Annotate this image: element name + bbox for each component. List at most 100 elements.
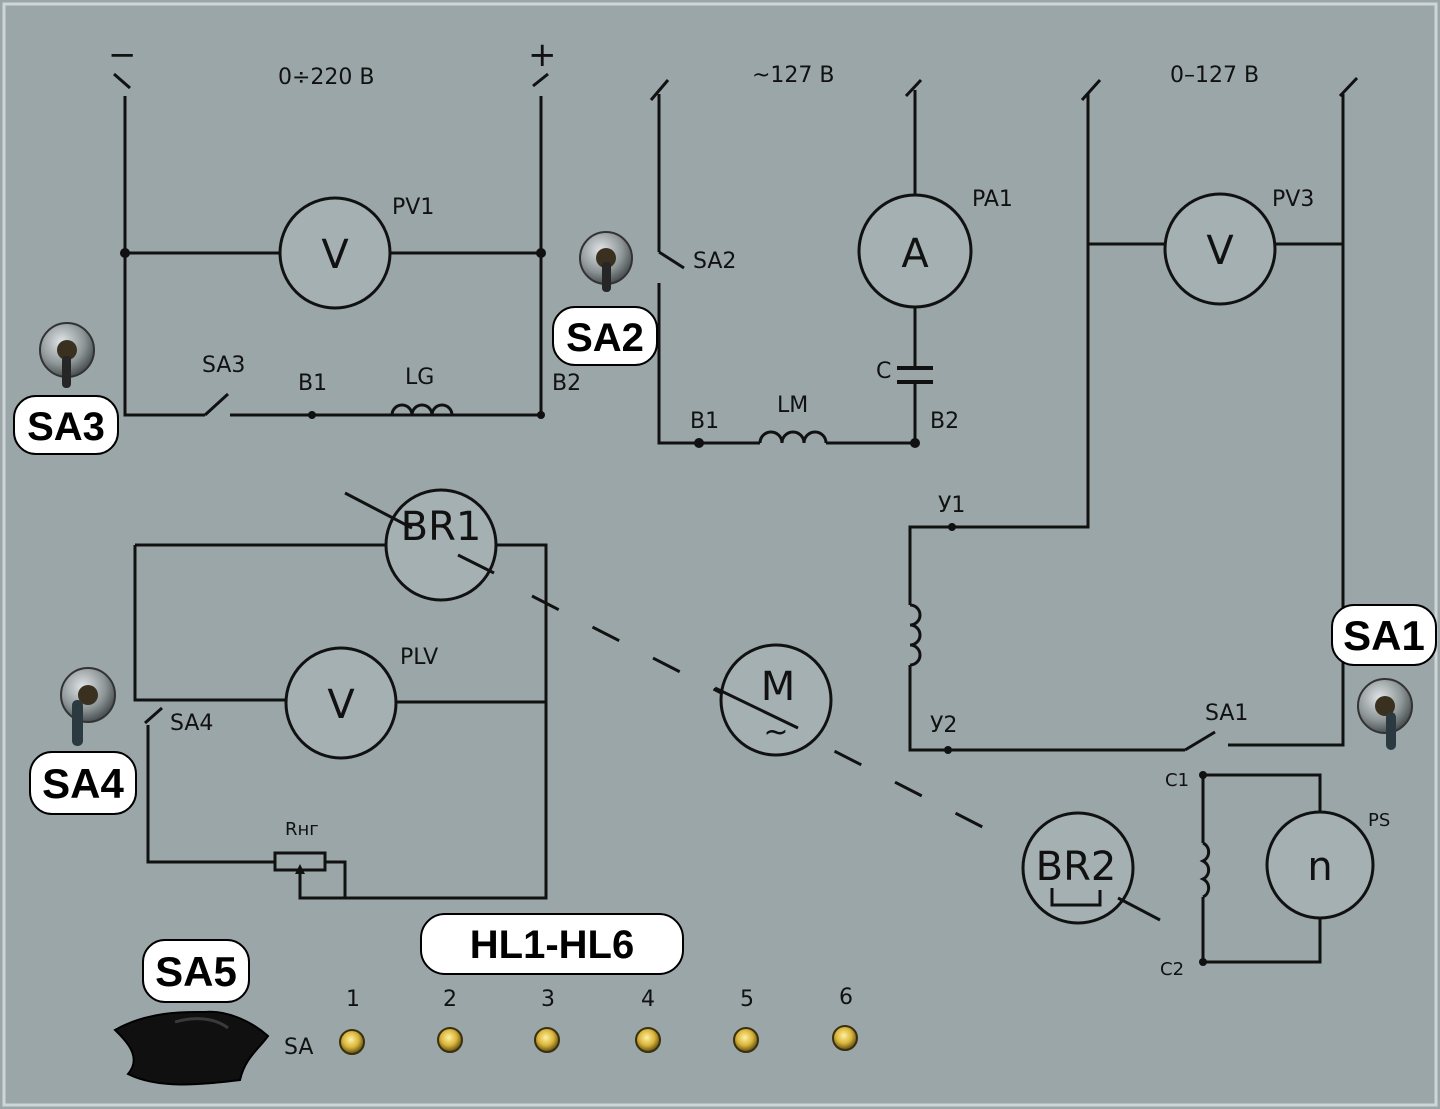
lamp-1: 1 [339, 987, 365, 1055]
ps-coil [1199, 841, 1211, 899]
ps-symbol: n [1307, 844, 1332, 890]
terminal-arrow [904, 78, 923, 98]
pv3-symbol: V [1206, 228, 1234, 274]
svg-text:3: 3 [541, 987, 555, 1012]
terminal-arrow [1338, 76, 1359, 98]
toggle-sa4[interactable] [60, 667, 116, 746]
lamp-row: SA 1 2 3 4 5 6 [284, 985, 858, 1060]
terminal-arrow [1080, 78, 1102, 102]
terminal-arrow [649, 79, 670, 101]
sa2-diagram-label: SA2 [693, 249, 736, 274]
motor-m [719, 643, 833, 757]
lamp-2: 2 [437, 987, 463, 1053]
tachometer-ps [1265, 810, 1375, 920]
rotary-switch-sa5[interactable] [113, 1010, 270, 1086]
speed-sensor-block: BR2 n PS C1 C2 [1021, 770, 1390, 980]
excitation-coil [909, 603, 922, 667]
c2-label: C2 [1160, 959, 1184, 980]
b1-mid-label: B1 [690, 409, 719, 434]
br1-label: BR1 [401, 504, 482, 550]
badge-sa1: SA1 [1331, 604, 1437, 666]
dc-left-rail [123, 96, 205, 417]
ac0-127-voltage-label: 0–127 В [1170, 63, 1259, 88]
voltmeter-plv [284, 646, 398, 760]
y2-label: У2 [930, 713, 957, 738]
toggle-lever[interactable] [1386, 712, 1396, 750]
lamp-4: 4 [635, 987, 661, 1053]
dc-supply-block: − + 0÷220 В V PV1 SA3 B1 LG B2 [108, 35, 581, 419]
br2-label: BR2 [1036, 844, 1117, 890]
rheostat-label: Rнг [285, 819, 319, 840]
pa1-label: PA1 [972, 187, 1013, 212]
dc-voltage-label: 0÷220 В [278, 65, 375, 90]
voltmeter-pv3 [1163, 192, 1277, 306]
sa1-switch-contact [1184, 730, 1216, 752]
svg-text:SA2: SA2 [566, 316, 644, 360]
plv-symbol: V [327, 682, 355, 728]
plv-label: PLV [400, 645, 438, 670]
motor-label: M [761, 664, 796, 710]
ac0-127-supply-block: 0–127 В V PV3 У1 У2 SA1 [908, 63, 1359, 754]
svg-text:6: 6 [839, 985, 853, 1010]
svg-text:5: 5 [740, 987, 754, 1012]
tachogenerator-br1 [384, 488, 498, 602]
motor-block: M ~ [531, 594, 1001, 838]
svg-text:4: 4 [641, 987, 655, 1012]
voltmeter-pv1 [278, 196, 392, 310]
badge-sa2: SA2 [552, 306, 658, 366]
lg-coil [390, 403, 454, 416]
terminal-arrow [532, 72, 549, 88]
mechanical-shaft-link [531, 594, 1001, 838]
sa3-diagram-label: SA3 [202, 353, 245, 378]
lg-label: LG [405, 365, 434, 390]
badge-sa4: SA4 [29, 751, 137, 815]
capacitor-label: C [876, 359, 891, 384]
sa4-switch-contact [144, 706, 163, 725]
sa3-switch-contact [203, 392, 230, 417]
terminal-arrow [113, 72, 131, 90]
lamp-5: 5 [733, 987, 759, 1053]
y1-label: У1 [938, 493, 965, 518]
b2-mid-label: B2 [930, 409, 959, 434]
ps-label: PS [1368, 810, 1390, 831]
lm-coil [758, 430, 828, 444]
toggle-sa3[interactable] [39, 322, 95, 388]
svg-text:SA4: SA4 [42, 760, 124, 807]
toggle-sa2[interactable] [579, 231, 633, 292]
svg-text:1: 1 [346, 987, 360, 1012]
lamp-3: 3 [534, 987, 560, 1053]
pa1-symbol: A [901, 231, 929, 277]
badge-sa3: SA3 [13, 395, 119, 455]
svg-text:SA1: SA1 [1343, 612, 1425, 659]
toggle-sa1[interactable] [1357, 678, 1413, 750]
tacho-block: BR1 V PLV SA4 Rнг [133, 488, 548, 900]
b1-left-label: B1 [298, 371, 327, 396]
pv1-label: PV1 [392, 195, 434, 220]
svg-text:2: 2 [443, 987, 457, 1012]
sa2-switch-contact [658, 250, 685, 270]
sa1-diagram-label: SA1 [1205, 701, 1248, 726]
lm-label: LM [777, 393, 808, 418]
pv1-symbol: V [321, 232, 349, 278]
svg-text:HL1-HL6: HL1-HL6 [470, 923, 634, 967]
toggle-lever[interactable] [72, 700, 83, 746]
ac127-voltage-label: ~127 В [752, 63, 835, 88]
pv3-label: PV3 [1272, 187, 1314, 212]
b2-left-label: B2 [552, 371, 581, 396]
badge-hl1-hl6: HL1-HL6 [420, 913, 684, 975]
svg-text:SA5: SA5 [155, 948, 237, 995]
c1-label: C1 [1165, 770, 1189, 791]
toggle-lever[interactable] [62, 356, 71, 388]
toggle-lever[interactable] [602, 262, 611, 292]
lamp-6: 6 [832, 985, 858, 1051]
ac127-supply-block: ~127 В A PA1 SA2 C B1 LM B2 [649, 63, 1013, 448]
minus-terminal-label: − [108, 35, 137, 75]
knob-body[interactable] [113, 1010, 270, 1086]
ammeter-pa1 [857, 193, 973, 309]
plus-terminal-label: + [528, 35, 557, 75]
svg-text:SA3: SA3 [27, 405, 105, 449]
lamp-row-label: SA [284, 1035, 313, 1060]
